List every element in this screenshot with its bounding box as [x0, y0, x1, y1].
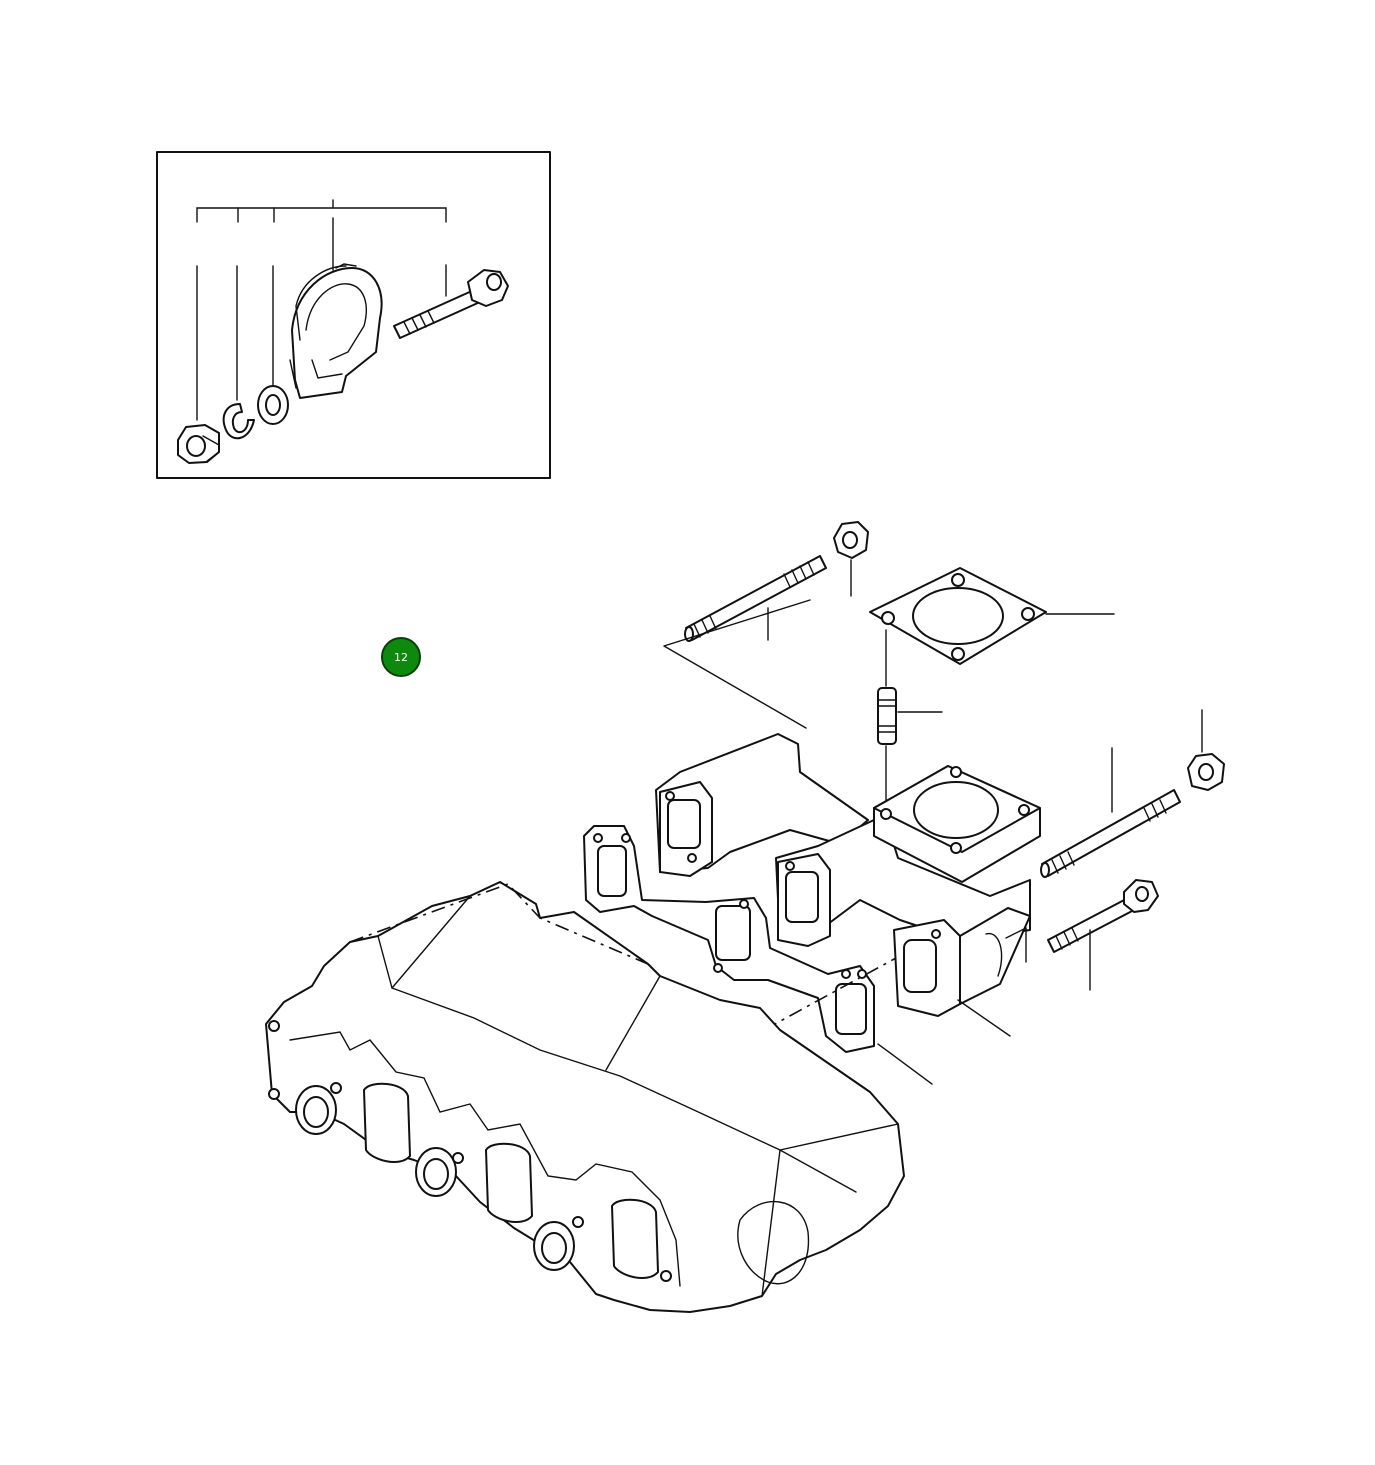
right-nut-icon — [1187, 709, 1225, 791]
cylinder-head-icon — [265, 881, 905, 1313]
manifold-gasket-icon — [583, 825, 933, 1085]
upper-stud-icon — [684, 555, 827, 642]
inset-washer-icon — [257, 385, 289, 425]
callout-hotspot-12[interactable]: 12 — [381, 637, 421, 677]
inset-bolt-icon — [393, 269, 509, 339]
short-stud-icon — [877, 629, 943, 809]
upper-nut-icon — [833, 521, 869, 597]
exhaust-manifold-icon — [655, 599, 1041, 1037]
inset-flange-nut-icon — [177, 424, 220, 464]
right-stud-icon — [1040, 747, 1181, 878]
inset-clamp-icon — [289, 263, 383, 399]
top-gasket-icon — [869, 567, 1115, 665]
inset-frame — [156, 151, 551, 479]
long-bolt-icon — [1047, 879, 1159, 991]
inset-leader-bracket — [196, 199, 447, 421]
detail-inset — [156, 151, 551, 479]
inset-snap-ring-icon — [222, 403, 255, 440]
